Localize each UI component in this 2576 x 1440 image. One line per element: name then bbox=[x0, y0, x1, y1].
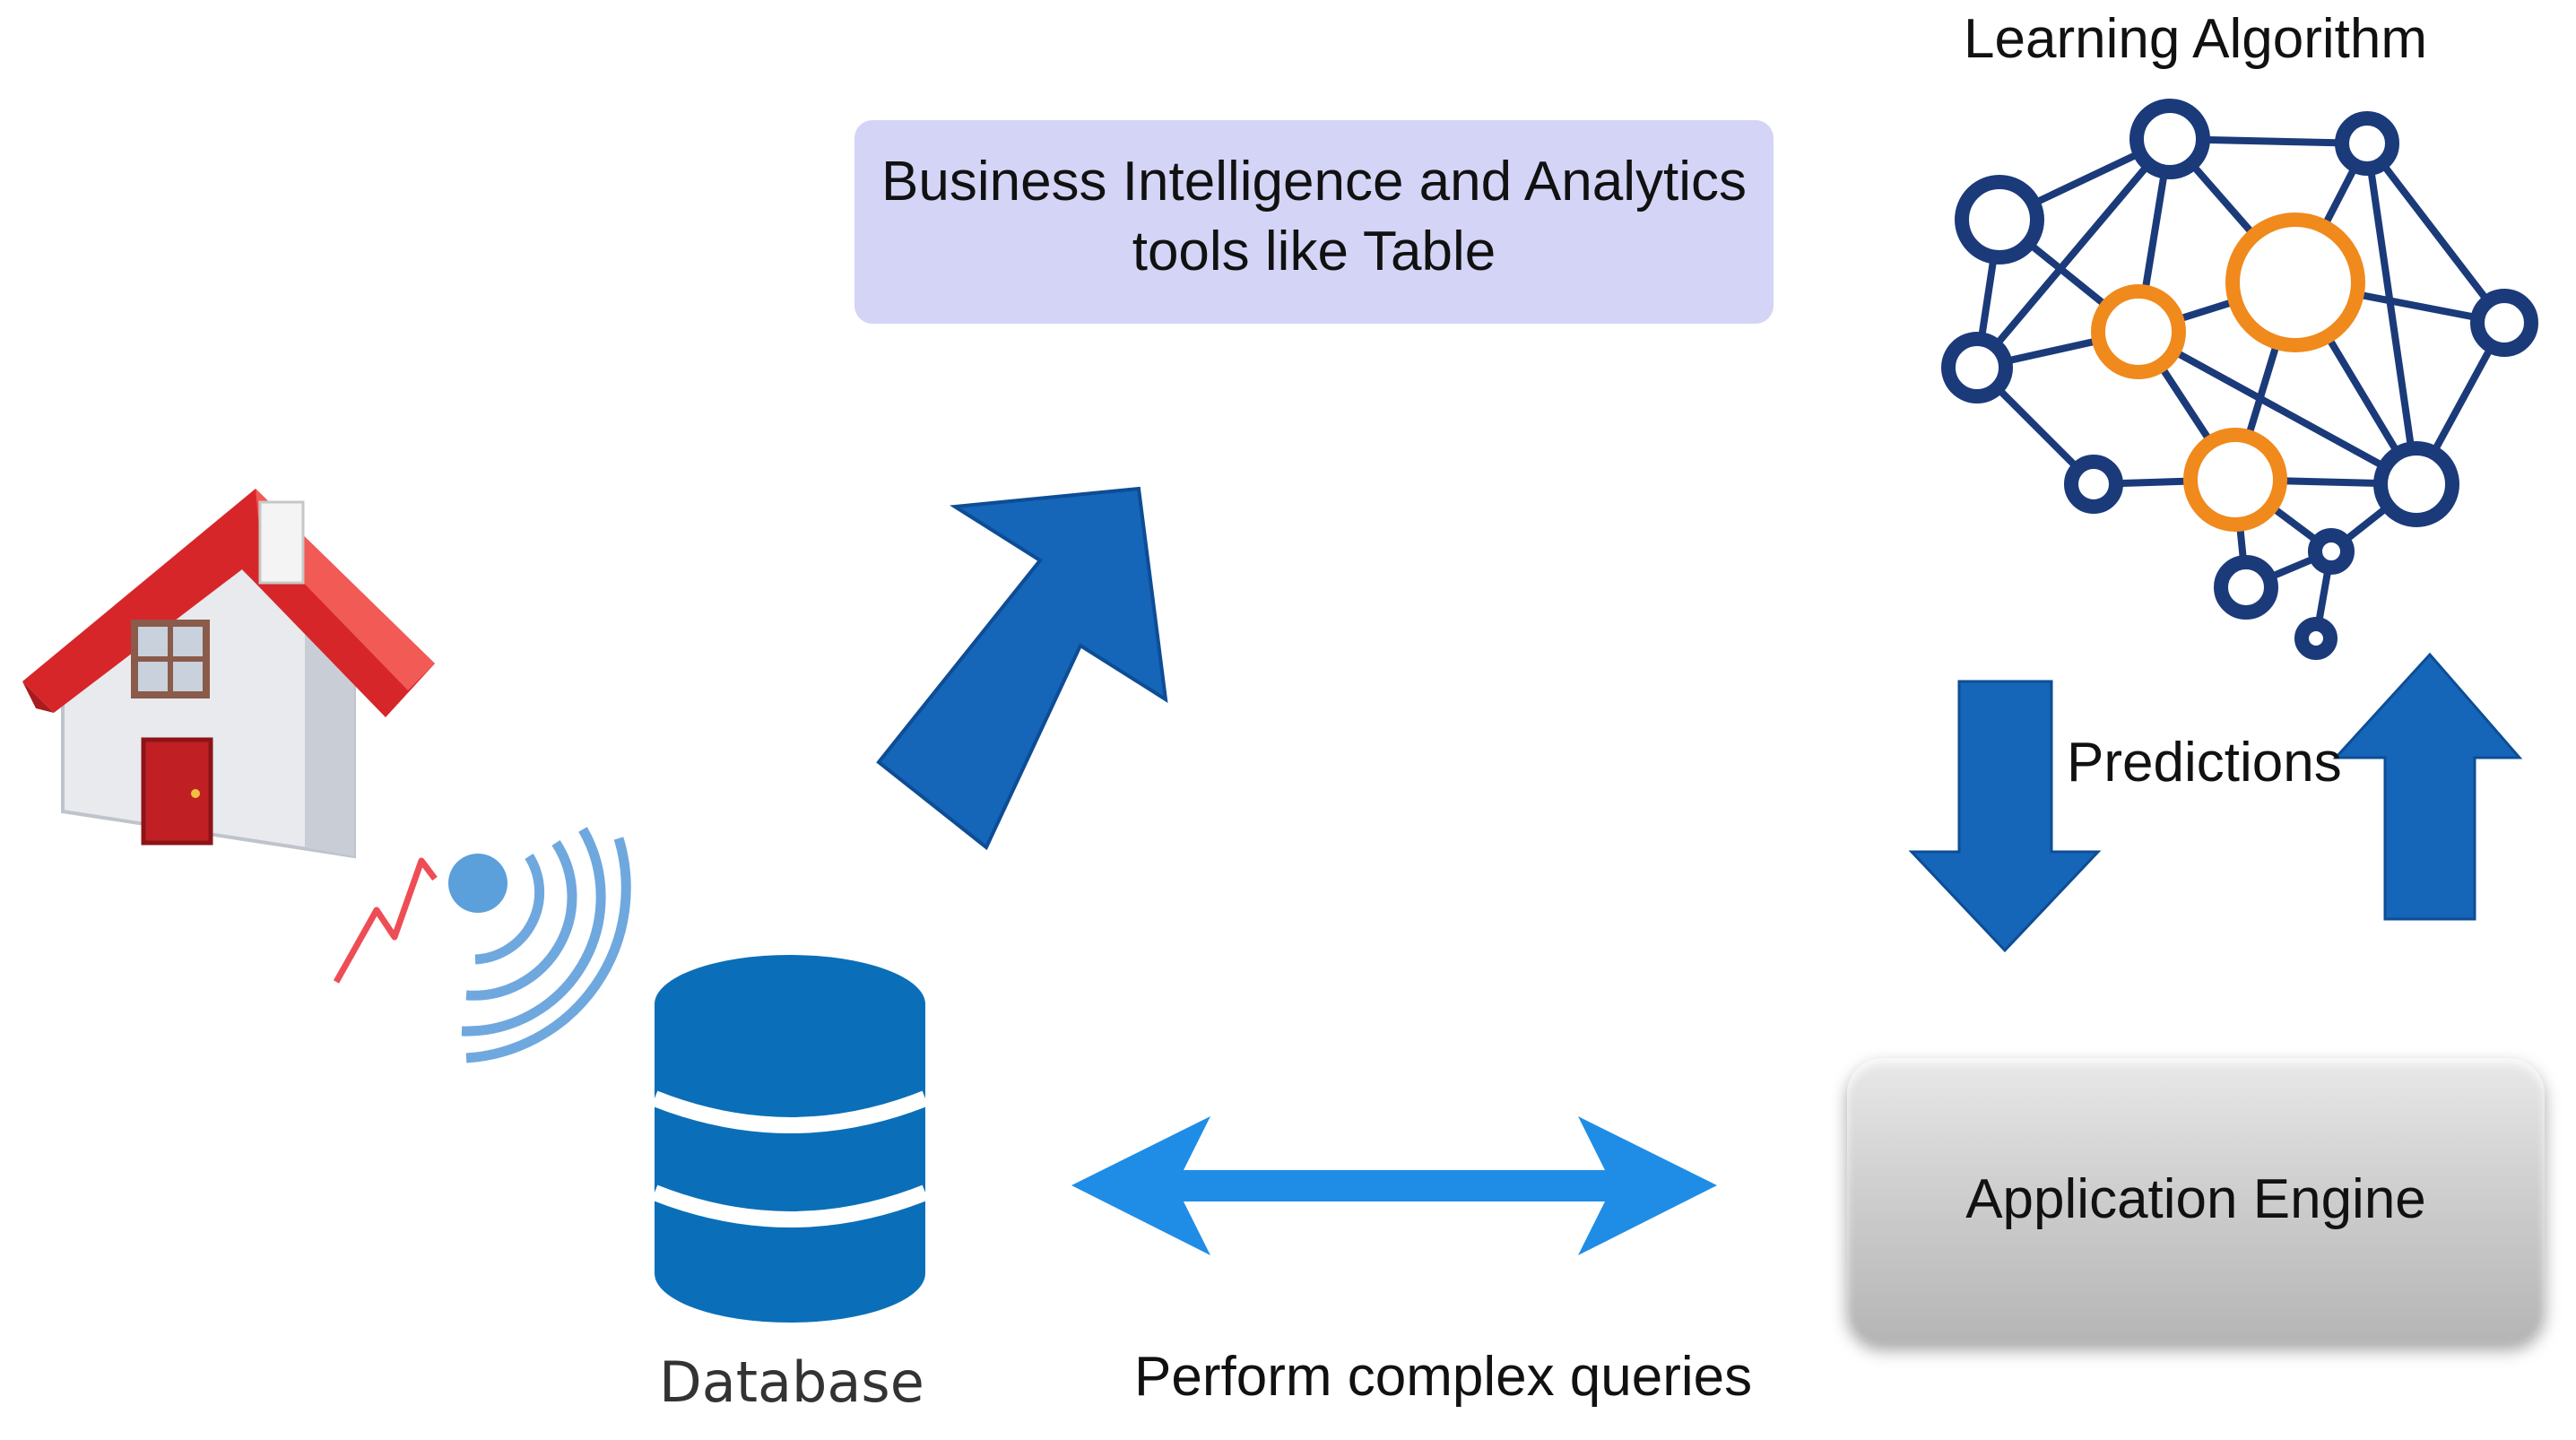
wireless-signal-icon bbox=[333, 827, 631, 1063]
bi-label-line2: tools like Table bbox=[1132, 221, 1496, 282]
database-icon bbox=[651, 955, 929, 1323]
diagonal-arrow bbox=[876, 486, 1168, 851]
up-arrow bbox=[2332, 652, 2523, 921]
perform-queries-label: Perform complex queries bbox=[1134, 1346, 1753, 1408]
application-engine-label: Application Engine bbox=[1965, 1168, 2426, 1230]
bi-label-line1: Business Intelligence and Analytics bbox=[880, 151, 1748, 213]
predictions-label: Predictions bbox=[2067, 732, 2342, 794]
database-label: Database bbox=[659, 1349, 924, 1415]
application-engine-box: Application Engine bbox=[1847, 1058, 2545, 1343]
bi-tools-box: Business Intelligence and Analytics tool… bbox=[854, 120, 1774, 324]
neural-network-icon bbox=[1941, 99, 2538, 660]
down-arrow bbox=[1908, 680, 2102, 953]
house-icon bbox=[22, 489, 435, 859]
bi-tools-label: Business Intelligence and Analytics tool… bbox=[854, 147, 1774, 287]
learning-algorithm-label: Learning Algorithm bbox=[1964, 8, 2427, 70]
double-arrow bbox=[1071, 1116, 1717, 1255]
